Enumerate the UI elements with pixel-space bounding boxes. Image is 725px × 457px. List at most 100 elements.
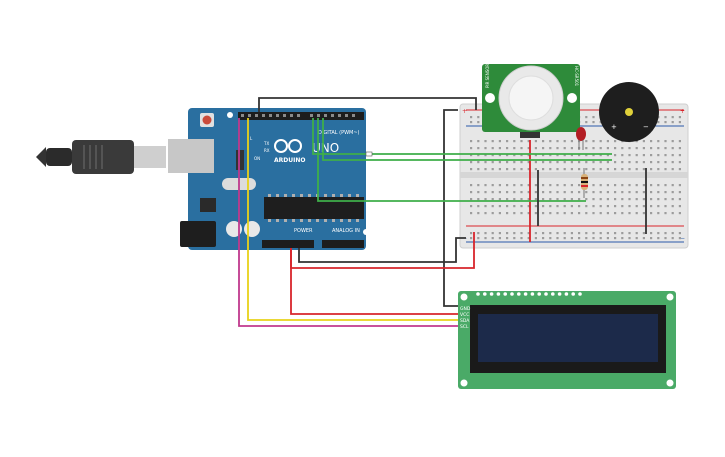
atmega-chip — [264, 197, 364, 219]
breadboard-hole — [556, 232, 559, 235]
usb-plug-metal — [134, 146, 166, 168]
breadboard-hole — [534, 212, 537, 215]
breadboard-hole — [527, 237, 530, 240]
breadboard-hole — [671, 168, 674, 171]
breadboard-hole — [628, 212, 631, 215]
breadboard-hole — [470, 198, 473, 201]
buzzer-plus-label: + — [611, 123, 617, 131]
breadboard-hole — [534, 232, 537, 235]
breadboard-hole — [642, 161, 645, 164]
breadboard-hole — [477, 147, 480, 150]
breadboard-hole — [678, 205, 681, 208]
breadboard-hole — [678, 116, 681, 119]
breadboard-hole — [563, 198, 566, 201]
breadboard-hole — [614, 191, 617, 194]
breadboard-hole — [671, 161, 674, 164]
breadboard-hole — [484, 161, 487, 164]
breadboard-hole — [549, 232, 552, 235]
breadboard-hole — [484, 232, 487, 235]
breadboard-hole — [549, 191, 552, 194]
breadboard-hole — [628, 161, 631, 164]
breadboard-hole — [513, 168, 516, 171]
breadboard-hole — [635, 140, 638, 143]
breadboard-hole — [657, 237, 660, 240]
breadboard-hole — [534, 154, 537, 157]
breadboard-hole — [678, 184, 681, 187]
breadboard-hole — [671, 116, 674, 119]
breadboard-hole — [592, 198, 595, 201]
breadboard-hole — [642, 212, 645, 215]
piezo-buzzer: + − — [599, 82, 659, 142]
breadboard-hole — [585, 212, 588, 215]
breadboard-hole — [599, 205, 602, 208]
breadboard-hole — [520, 168, 523, 171]
breadboard-hole — [606, 140, 609, 143]
breadboard-hole — [556, 237, 559, 240]
breadboard-hole — [498, 140, 501, 143]
breadboard-hole — [563, 154, 566, 157]
breadboard-hole — [477, 237, 480, 240]
analog-header — [322, 240, 364, 248]
breadboard-hole — [491, 232, 494, 235]
breadboard-hole — [484, 154, 487, 157]
breadboard-hole — [520, 184, 523, 187]
breadboard-hole — [635, 154, 638, 157]
breadboard-hole — [542, 198, 545, 201]
red-led — [576, 127, 586, 150]
breadboard-hole — [606, 154, 609, 157]
breadboard-hole — [534, 161, 537, 164]
breadboard-hole — [599, 154, 602, 157]
lcd-header-pin — [551, 292, 555, 296]
breadboard-hole — [650, 205, 653, 208]
breadboard-hole — [513, 232, 516, 235]
breadboard-hole — [664, 116, 667, 119]
breadboard-hole — [650, 168, 653, 171]
breadboard-hole — [506, 168, 509, 171]
breadboard-hole — [527, 161, 530, 164]
breadboard-hole — [657, 147, 660, 150]
breadboard-hole — [570, 140, 573, 143]
breadboard-hole — [570, 237, 573, 240]
breadboard-hole — [614, 140, 617, 143]
breadboard-hole — [578, 212, 581, 215]
wire-end — [365, 151, 373, 157]
breadboard-hole — [470, 116, 473, 119]
breadboard-hole — [563, 168, 566, 171]
breadboard-hole — [477, 184, 480, 187]
breadboard-hole — [664, 212, 667, 215]
breadboard-hole — [549, 205, 552, 208]
breadboard-hole — [477, 232, 480, 235]
breadboard-hole — [671, 140, 674, 143]
lcd-header-pins — [476, 292, 582, 296]
breadboard-hole — [477, 212, 480, 215]
breadboard-hole — [506, 212, 509, 215]
breadboard-hole — [664, 184, 667, 187]
breadboard-hole — [520, 205, 523, 208]
breadboard-hole — [578, 154, 581, 157]
lcd-header-pin — [571, 292, 575, 296]
breadboard-hole — [549, 237, 552, 240]
breadboard-hole — [628, 237, 631, 240]
breadboard-hole — [642, 205, 645, 208]
breadboard-hole — [491, 184, 494, 187]
breadboard-hole — [549, 140, 552, 143]
breadboard-hole — [585, 121, 588, 124]
breadboard-hole — [657, 212, 660, 215]
breadboard-hole — [650, 191, 653, 194]
led-body — [576, 127, 586, 141]
wire-signal-3 — [317, 118, 586, 202]
breadboard-hole — [599, 232, 602, 235]
breadboard-hole — [498, 161, 501, 164]
breadboard-hole — [621, 237, 624, 240]
breadboard-hole — [621, 232, 624, 235]
rail-plus-label: + — [680, 108, 685, 115]
breadboard-hole — [556, 154, 559, 157]
breadboard-hole — [527, 212, 530, 215]
breadboard-hole — [470, 191, 473, 194]
breadboard-hole — [520, 140, 523, 143]
breadboard-hole — [678, 147, 681, 150]
breadboard-hole — [650, 154, 653, 157]
arduino-usb-port — [168, 139, 214, 173]
breadboard-hole — [678, 212, 681, 215]
